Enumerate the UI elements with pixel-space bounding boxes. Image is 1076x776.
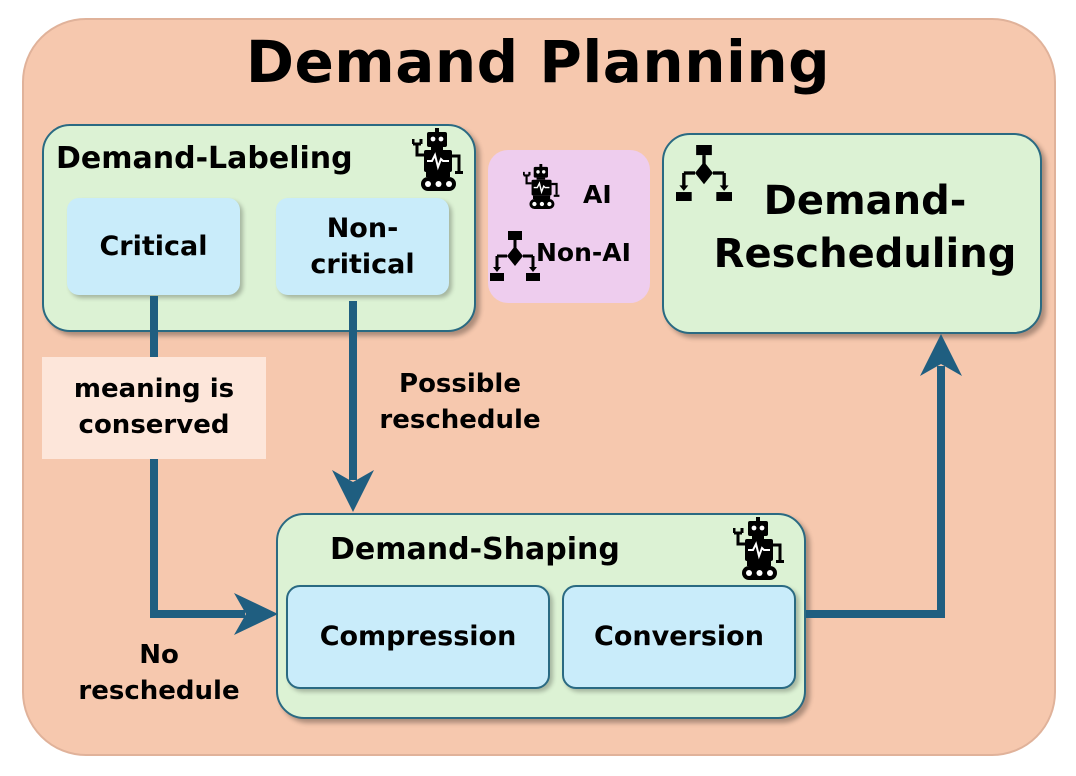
flowchart-icon <box>676 145 732 201</box>
demand-rescheduling-title: Demand- Rescheduling <box>713 178 1017 278</box>
no-reschedule-label: No reschedule <box>78 640 240 707</box>
demand-shaping-title: Demand-Shaping <box>330 532 620 567</box>
legend-ai-label: AI <box>583 180 612 209</box>
page-title: Demand Planning <box>245 28 831 96</box>
demand-labeling-title: Demand-Labeling <box>56 141 353 176</box>
arrowhead-critical-to-shaping <box>234 593 278 635</box>
compression-box: Compression <box>286 585 550 689</box>
meaning-conserved-label: meaning is conserved <box>73 374 235 441</box>
legend-non-ai-label: Non-AI <box>536 238 631 267</box>
possible-reschedule-label: Possible reschedule <box>379 369 541 436</box>
flowchart-icon <box>490 231 540 281</box>
robot-icon <box>733 517 784 580</box>
meaning-conserved-background <box>42 357 266 459</box>
robot-icon <box>523 164 560 209</box>
non-critical-box: Non- critical <box>276 198 449 295</box>
arrowhead-shaping-to-rescheduling <box>920 334 962 376</box>
arrow-shaping-to-rescheduling <box>806 366 945 618</box>
arrowhead-noncritical-to-shaping <box>332 470 374 512</box>
legend-box <box>488 150 650 303</box>
demand-rescheduling-box <box>662 133 1042 334</box>
robot-icon <box>412 128 463 191</box>
critical-box: Critical <box>67 198 240 295</box>
conversion-box: Conversion <box>562 585 796 689</box>
